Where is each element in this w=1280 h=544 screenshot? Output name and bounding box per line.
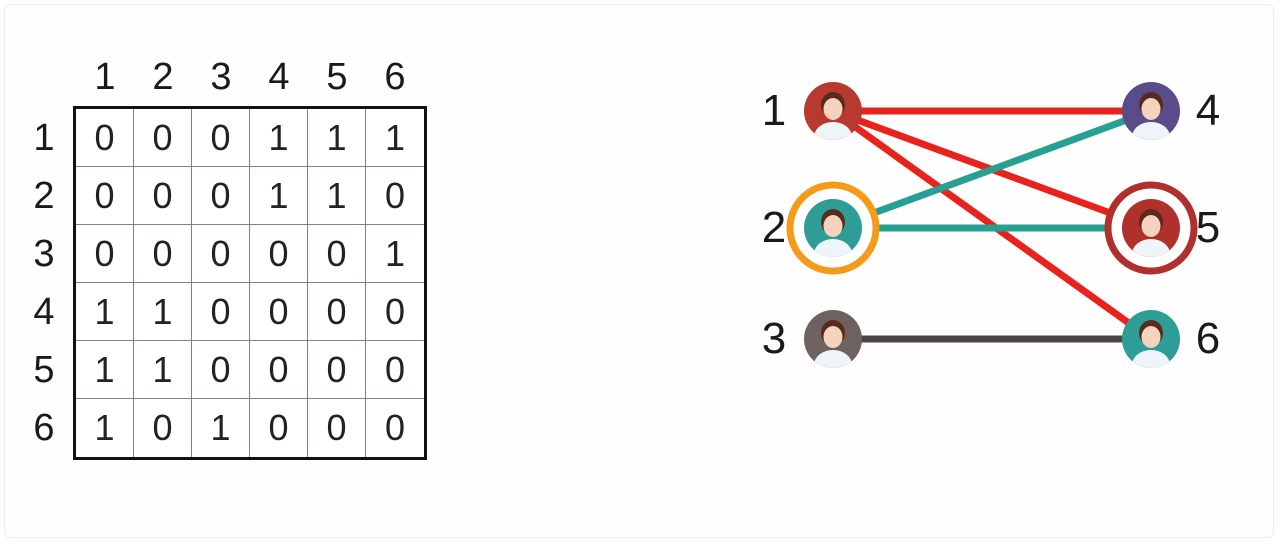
person-icon bbox=[814, 209, 852, 257]
graph-node-label: 1 bbox=[761, 86, 787, 135]
person-icon bbox=[814, 92, 852, 140]
matrix-cell: 0 bbox=[76, 225, 134, 283]
matrix-cell: 0 bbox=[192, 341, 250, 399]
matrix-row-header: 1 bbox=[33, 117, 55, 159]
matrix-cell: 0 bbox=[308, 225, 366, 283]
matrix-cell: 1 bbox=[192, 399, 250, 457]
matrix-cell: 0 bbox=[366, 341, 424, 399]
person-icon bbox=[1132, 92, 1170, 140]
matrix-cell: 1 bbox=[366, 225, 424, 283]
matrix-row-header: 4 bbox=[33, 291, 55, 333]
graph-canvas bbox=[786, 82, 1198, 368]
graph-node-2 bbox=[786, 181, 880, 275]
matrix-cell: 0 bbox=[250, 399, 308, 457]
matrix-col-header: 6 bbox=[384, 56, 406, 98]
matrix-cell: 0 bbox=[250, 341, 308, 399]
matrix-cell: 0 bbox=[250, 283, 308, 341]
matrix-row-header: 2 bbox=[33, 175, 55, 217]
graph-node-4 bbox=[1122, 82, 1180, 140]
matrix-cell: 1 bbox=[76, 399, 134, 457]
matrix-cell: 1 bbox=[76, 283, 134, 341]
matrix-cell: 0 bbox=[192, 109, 250, 167]
graph-node-label: 2 bbox=[761, 203, 787, 252]
matrix-cell: 0 bbox=[134, 399, 192, 457]
matrix-cell: 0 bbox=[384, 407, 406, 448]
matrix-cell: 1 bbox=[308, 167, 366, 225]
matrix-cell: 0 bbox=[308, 399, 366, 457]
matrix-cell: 1 bbox=[76, 341, 134, 399]
matrix-row-header: 6 bbox=[33, 407, 55, 449]
matrix-cell: 1 bbox=[366, 109, 424, 167]
matrix-cell: 0 bbox=[366, 283, 424, 341]
matrix-row-header: 5 bbox=[33, 349, 55, 391]
matrix-cell: 0 bbox=[76, 167, 134, 225]
person-icon bbox=[1132, 209, 1170, 257]
person-icon bbox=[1132, 320, 1170, 368]
graph-node-3 bbox=[804, 310, 862, 368]
matrix-cell: 1 bbox=[250, 109, 308, 167]
matrix-cell: 0 bbox=[192, 283, 250, 341]
graph-node-5 bbox=[1104, 181, 1198, 275]
matrix-cell: 0 bbox=[250, 225, 308, 283]
graph-node-label: 4 bbox=[1195, 86, 1221, 135]
matrix-col-header: 1 bbox=[94, 56, 116, 98]
person-icon bbox=[814, 320, 852, 368]
matrix-row-header: 3 bbox=[33, 233, 55, 275]
matrix-cell: 1 bbox=[250, 167, 308, 225]
matrix-cell: 0 bbox=[308, 341, 366, 399]
matrix-cell: 0 bbox=[308, 283, 366, 341]
graph-node-1 bbox=[804, 82, 862, 140]
graph-node-label: 5 bbox=[1195, 203, 1221, 252]
matrix-cell: 0 bbox=[192, 167, 250, 225]
matrix-cell: 0 bbox=[192, 225, 250, 283]
matrix-cell: 0 bbox=[76, 109, 134, 167]
matrix-col-header: 4 bbox=[268, 56, 290, 98]
matrix-col-header: 2 bbox=[152, 56, 174, 98]
matrix-cell: 1 bbox=[134, 341, 192, 399]
bipartite-graph: 1 2 3 4 5 6 bbox=[740, 60, 1260, 400]
graph-edge-2-4 bbox=[829, 107, 1155, 232]
graph-node-6 bbox=[1122, 310, 1180, 368]
matrix-cell: 0 bbox=[134, 225, 192, 283]
matrix-col-header: 5 bbox=[326, 56, 348, 98]
matrix-col-header: 3 bbox=[210, 56, 232, 98]
graph-node-label: 3 bbox=[761, 314, 787, 363]
matrix-cell: 0 bbox=[134, 167, 192, 225]
graph-node-label: 6 bbox=[1195, 314, 1221, 363]
matrix-cell: 1 bbox=[308, 109, 366, 167]
matrix-cell: 0 bbox=[134, 109, 192, 167]
matrix-cell: 0 bbox=[366, 167, 424, 225]
matrix-cell: 1 bbox=[134, 283, 192, 341]
